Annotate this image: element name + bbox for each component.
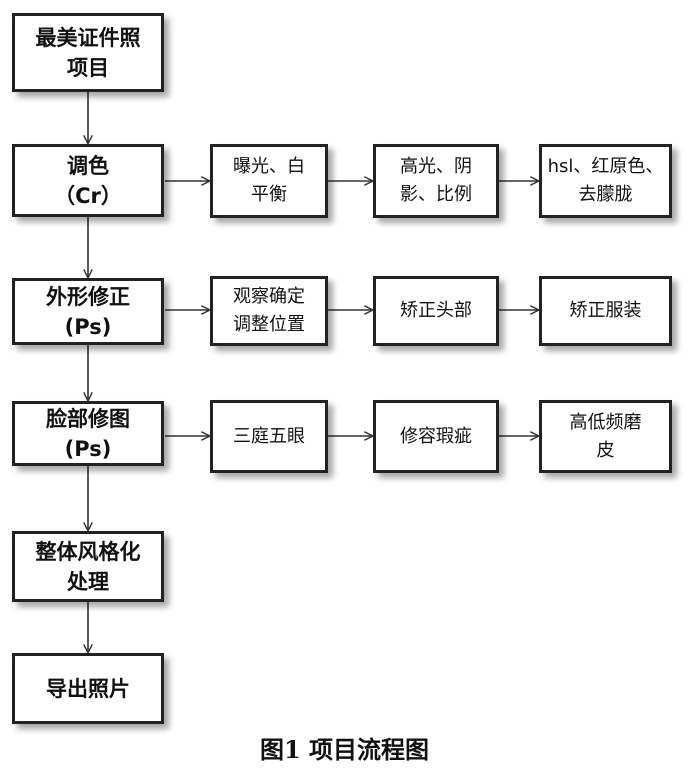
step-project-line1: 最美证件照 [35,25,141,50]
step-project: 最美证件照 项目 [12,13,164,92]
step-shape-correction-line1: 外形修正 [46,284,130,309]
step-stylize-line2: 处理 [67,569,109,594]
substep-correct-clothing: 矫正服装 [539,276,672,346]
substep-frequency-line2: 皮 [596,439,615,461]
step-color-grading: 调色 （Cr） [12,144,164,217]
step-color-grading-line1: 调色 [67,153,109,178]
substep-exposure-line2: 平衡 [251,184,287,205]
step-project-line2: 项目 [67,55,109,80]
step-stylize-line1: 整体风格化 [35,539,141,564]
substep-observe-adjust: 观察确定 调整位置 [210,276,328,346]
substep-blemish-line1: 修容瑕疵 [400,425,472,447]
figure-caption: 图1 项目流程图 [259,735,430,764]
substep-blemish: 修容瑕疵 [373,400,499,473]
substep-observe-line1: 观察确定 [233,286,305,307]
substep-highlight-line2: 影、比例 [400,184,472,205]
substep-frequency-line1: 高低频磨 [569,411,642,433]
step-stylize: 整体风格化 处理 [12,531,164,602]
step-face-retouch: 脸部修图 (Ps) [12,401,164,466]
substep-highlight-line1: 高光、阴 [400,156,472,177]
substep-observe-line2: 调整位置 [233,314,305,335]
step-face-retouch-line1: 脸部修图 [46,406,130,431]
step-export-line1: 导出照片 [46,676,130,701]
substep-exposure-white-balance: 曝光、白 平衡 [210,144,328,218]
step-shape-correction: 外形修正 (Ps) [12,278,164,345]
step-color-grading-line2: （Cr） [54,183,122,208]
substep-hsl-dehaze: hsl、红原色、 去朦胧 [539,144,672,218]
substep-correct-head-line1: 矫正头部 [400,300,472,321]
substep-hsl-line2: 去朦胧 [578,184,633,205]
step-shape-correction-line2: (Ps) [64,314,112,339]
substep-face-proportion-line1: 三庭五眼 [233,425,305,447]
substep-highlight-shadow: 高光、阴 影、比例 [373,144,499,218]
substep-frequency-separation: 高低频磨 皮 [539,400,672,473]
step-export: 导出照片 [12,653,164,724]
substep-face-proportion: 三庭五眼 [210,400,328,473]
substep-exposure-line1: 曝光、白 [233,156,305,177]
substep-hsl-line1: hsl、红原色、 [547,156,664,177]
step-face-retouch-line2: (Ps) [64,436,112,461]
substep-correct-clothing-line1: 矫正服装 [569,300,642,321]
substep-correct-head: 矫正头部 [373,276,499,346]
